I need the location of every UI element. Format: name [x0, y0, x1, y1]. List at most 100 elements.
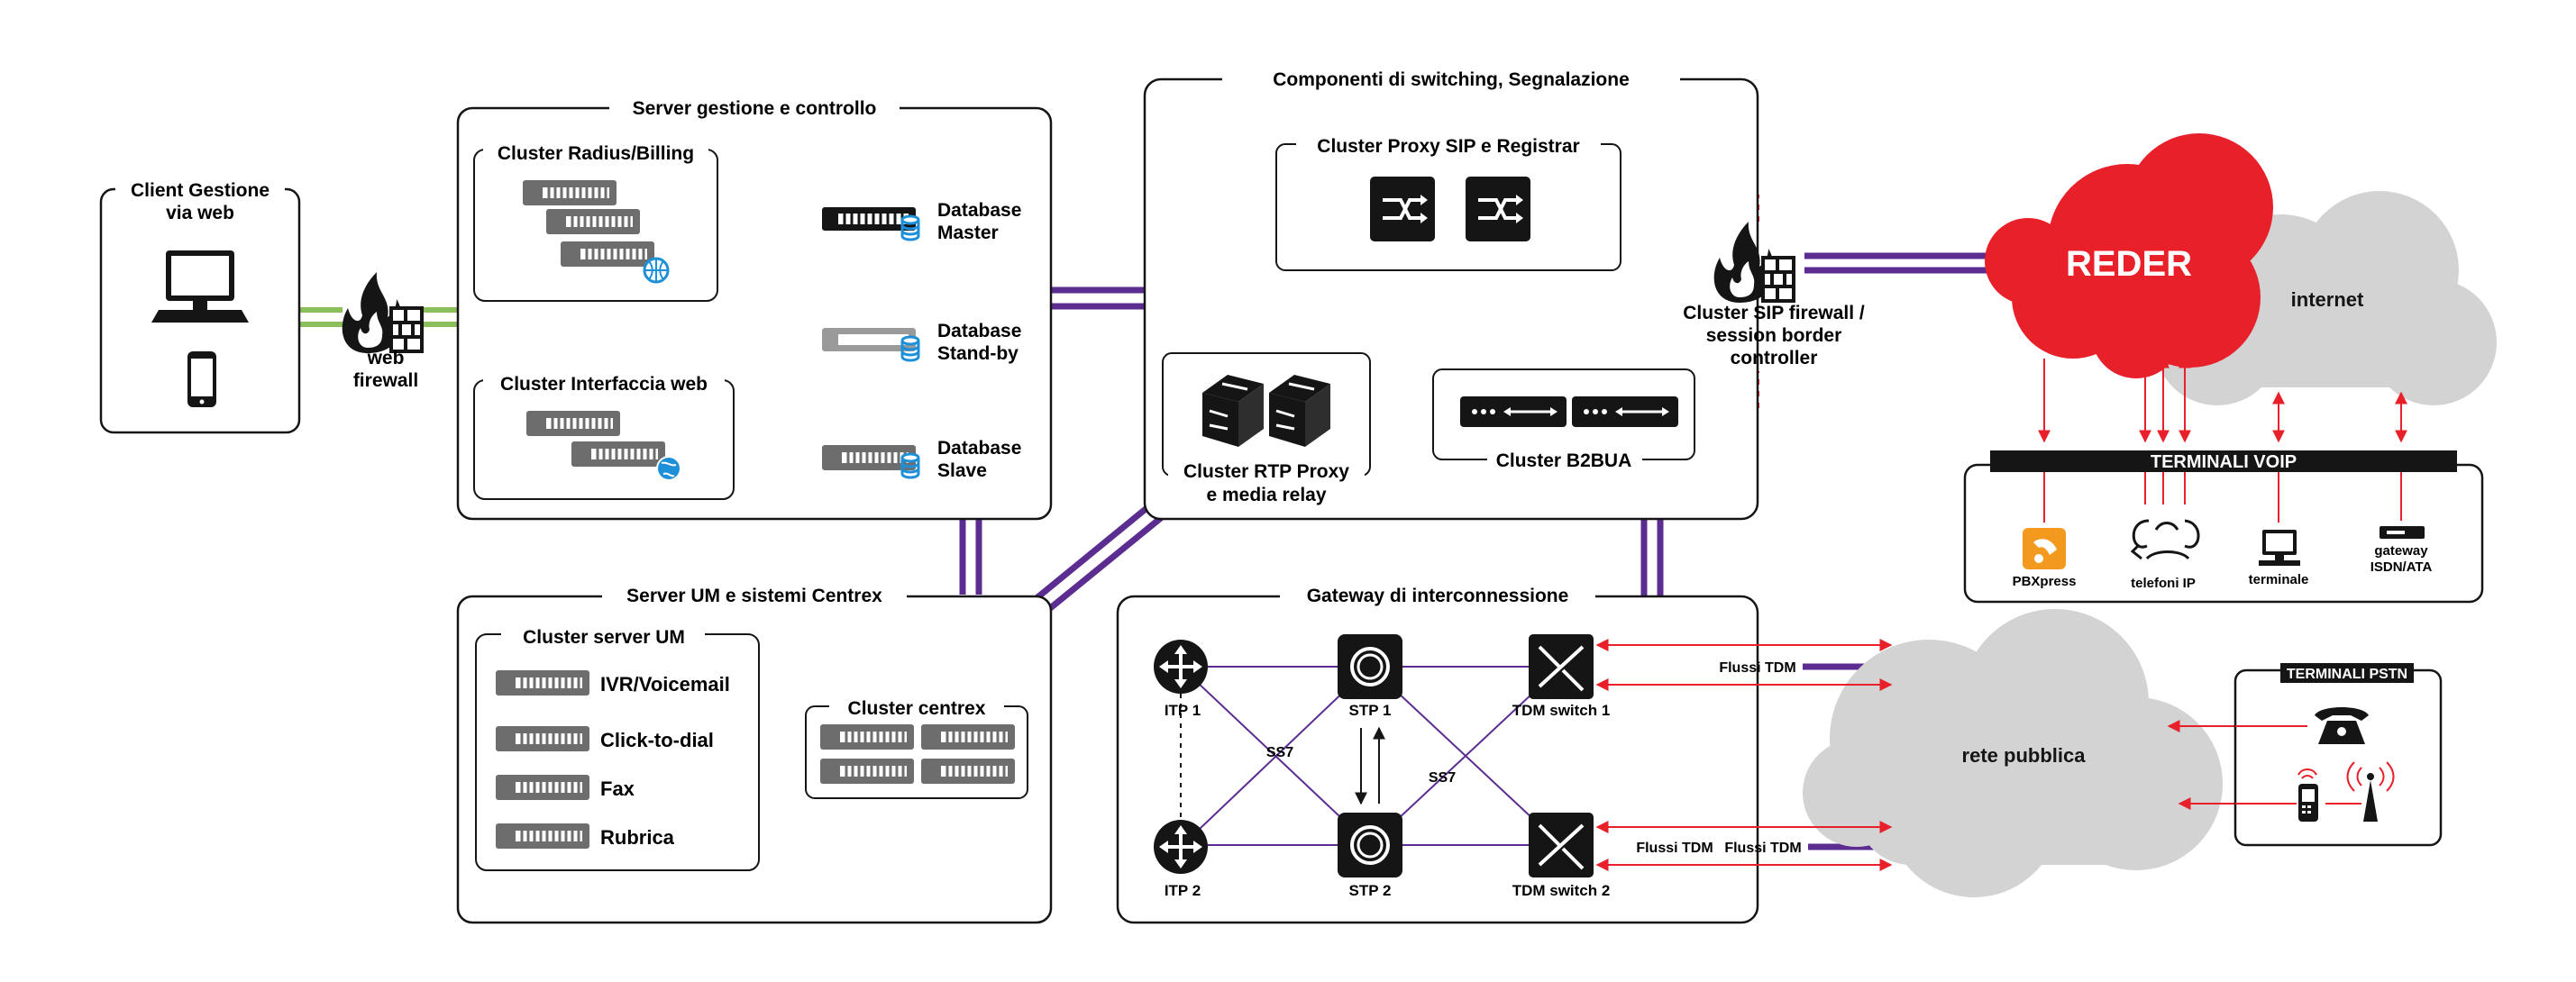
um-item-ivr: IVR/Voicemail [600, 673, 730, 696]
internet-label: internet [2291, 288, 2364, 311]
db-master-label-1: Database [937, 200, 1021, 221]
server-unit [494, 822, 591, 850]
gateway-panel: Gateway di interconnessione ITP 1 ITP 2 … [1116, 582, 1759, 924]
tdm2-label: TDM switch 2 [1512, 882, 1611, 899]
ip-phone-icon [2130, 519, 2200, 560]
terminali-voip-title: TERMINALI VOIP [2151, 452, 2297, 472]
stp1-label: STP 1 [1349, 702, 1392, 719]
client-title-1: Client Gestione [131, 180, 269, 201]
um-item-rubrica: Rubrica [600, 826, 675, 849]
flussi-tdm-label-1: Flussi TDM [1719, 660, 1795, 676]
db-master-label-2: Master [937, 223, 999, 243]
sip-firewall: Cluster SIP firewall / session border co… [1683, 220, 1865, 368]
b2bua-title: Cluster B2BUA [1496, 450, 1632, 471]
tdm-flows: Flussi TDM Flussi TDM Flussi TDM [1595, 639, 1893, 871]
server-gestione-title: Server gestione e controllo [633, 98, 877, 119]
terminali-pstn-title: TERMINALI PSTN [2287, 667, 2407, 682]
stp-icon [1336, 811, 1404, 879]
gateway-title: Gateway di interconnessione [1307, 586, 1569, 606]
switch-icon [1368, 175, 1437, 243]
stp-icon [1336, 632, 1404, 701]
tdm1-label: TDM switch 1 [1512, 702, 1611, 719]
telephone-icon [2315, 707, 2369, 744]
terminali-pstn-panel: TERMINALI PSTN [2167, 663, 2443, 847]
sip-firewall-label-1: Cluster SIP firewall / [1683, 303, 1865, 323]
pbxpress-label: PBXpress [2013, 574, 2077, 589]
centrex-title: Cluster centrex [848, 698, 986, 719]
globe-icon [643, 257, 670, 284]
switching-title: Componenti di switching, Segnalazione [1273, 69, 1630, 90]
smartphone-icon [187, 351, 216, 407]
itp2-label: ITP 2 [1165, 882, 1201, 899]
client-panel: Client Gestione via web [99, 177, 301, 434]
pbxpress-icon [2023, 528, 2066, 569]
um-item-fax: Fax [600, 777, 635, 800]
client-title-2: via web [166, 203, 234, 223]
rete-pubblica-label: rete pubblica [1962, 744, 2087, 767]
database-master: Database Master [820, 200, 1021, 243]
reder-logo: REDER [2066, 244, 2192, 284]
server-unit [525, 409, 622, 438]
tdm-switch-icon [1527, 632, 1595, 701]
proxy-sip-title: Cluster Proxy SIP e Registrar [1317, 136, 1579, 157]
server-unit [521, 178, 618, 207]
server-um-title: Server UM e sistemi Centrex [626, 586, 882, 606]
terminali-voip-panel: TERMINALI VOIP PBXpress telefoni IP [1963, 355, 2484, 604]
tdm-switch-icon [1527, 811, 1595, 879]
interfaccia-cluster-title: Cluster Interfaccia web [500, 374, 708, 395]
db-standby-label-1: Database [937, 321, 1021, 341]
sip-firewall-label-3: controller [1731, 348, 1818, 368]
server-um-panel: Server UM e sistemi Centrex Cluster serv… [456, 582, 1053, 924]
rtp-proxy-label-2: e media relay [1206, 485, 1326, 505]
gateway-label-1: gateway [2374, 543, 2428, 559]
flussi-tdm-label-2: Flussi TDM [1636, 841, 1713, 856]
server-unit [818, 723, 916, 751]
rtp-proxy-label-1: Cluster RTP Proxy [1183, 461, 1349, 482]
ss7-label-b: SS7 [1429, 770, 1456, 786]
switch-icon [1464, 175, 1532, 243]
server-unit [559, 240, 656, 268]
b2bua-device [1458, 395, 1568, 429]
server-unit [919, 723, 1017, 751]
web-firewall-label-1: web [367, 348, 405, 368]
db-slave-label-1: Database [937, 438, 1021, 459]
radius-cluster-title: Cluster Radius/Billing [498, 143, 694, 164]
firewall-icon [340, 270, 424, 355]
server-gestione-panel: Server gestione e controllo Cluster Radi… [456, 94, 1053, 521]
server-unit [818, 757, 916, 786]
um-item-click-to-dial: Click-to-dial [600, 729, 714, 751]
sip-firewall-label-2: session border [1706, 325, 1842, 346]
globe-icon [656, 456, 681, 481]
reder-cloud: REDER [1985, 133, 2273, 378]
switching-panel: Componenti di switching, Segnalazione Cl… [1143, 65, 1759, 521]
desktop-computer-icon [151, 250, 249, 323]
server-unit [494, 668, 591, 697]
b2bua-device [1570, 395, 1680, 429]
antenna-icon [2346, 761, 2395, 822]
ss7-label-a: SS7 [1266, 745, 1293, 760]
itp1-label: ITP 1 [1165, 702, 1201, 719]
gateway-icon [2380, 526, 2425, 539]
server-unit [494, 773, 591, 802]
database-standby: Database Stand-by [822, 321, 1021, 364]
database-slave: Database Slave [820, 438, 1021, 481]
router-icon [1152, 638, 1210, 696]
router-icon [1152, 818, 1210, 876]
terminal-label: terminale [2249, 572, 2309, 587]
terminal-icon [2259, 530, 2300, 566]
server-unit [570, 440, 667, 468]
stp2-label: STP 2 [1349, 882, 1392, 899]
ip-phone-label: telefoni IP [2131, 576, 2196, 591]
db-slave-label-2: Slave [937, 460, 987, 481]
server-unit [919, 757, 1017, 786]
mobile-phone-icon [2297, 768, 2318, 822]
server-unit [544, 207, 642, 236]
db-standby-label-2: Stand-by [937, 343, 1019, 364]
web-firewall: web firewall [340, 270, 424, 391]
web-firewall-label-2: firewall [353, 370, 418, 391]
flussi-tdm-label-3: Flussi TDM [1724, 841, 1801, 856]
rete-pubblica-cloud: rete pubblica [1803, 609, 2223, 897]
cluster-um-title: Cluster server UM [523, 627, 685, 648]
server-unit [494, 724, 591, 753]
